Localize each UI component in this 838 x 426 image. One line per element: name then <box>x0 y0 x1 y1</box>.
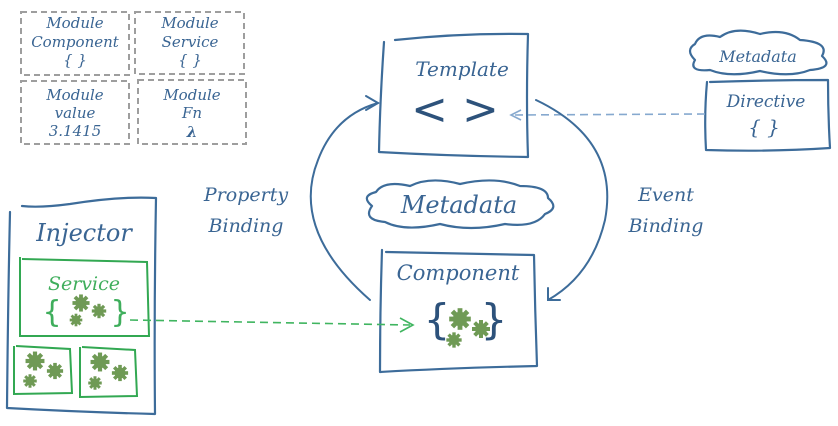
directive-symbol: { } <box>748 115 780 139</box>
module-fn: Module Fn λ <box>137 79 247 145</box>
event-binding-label-line1: Event <box>637 184 694 206</box>
injector-service-box: Service { } <box>19 257 151 337</box>
property-binding-label-line1: Property <box>203 184 288 206</box>
component-title: Component <box>397 261 520 285</box>
injector-service-brace-close: } <box>110 295 129 330</box>
component-brace-close: } <box>481 295 508 344</box>
module-value-title: Module <box>45 86 103 104</box>
module-service-subtitle: Service <box>162 33 219 51</box>
event-binding-label-line2: Binding <box>628 215 704 237</box>
module-value: Module value 3.1415 <box>20 80 130 145</box>
module-component-subtitle: Component <box>31 33 120 51</box>
component-brace-open: { <box>424 295 451 344</box>
property-binding-arrow <box>309 95 380 301</box>
module-service: Module Service { } <box>134 11 245 75</box>
module-service-symbol: { } <box>178 51 202 69</box>
module-value-symbol: 3.1415 <box>49 122 102 140</box>
template-title: Template <box>415 57 509 81</box>
component-box: Component { } <box>378 248 539 374</box>
injector-instance-box-1 <box>13 345 74 396</box>
directive-box: Directive { } <box>704 78 832 152</box>
service-gears-icon <box>69 294 107 327</box>
module-component-title: Module <box>45 14 103 32</box>
center-metadata-cloud: Metadata <box>365 179 555 230</box>
module-component-symbol: { } <box>63 51 87 69</box>
property-binding-label-line2: Binding <box>208 215 284 237</box>
module-fn-title: Module <box>162 86 220 104</box>
module-fn-subtitle: Fn <box>181 104 202 122</box>
template-box: Template < > <box>377 32 530 159</box>
directive-metadata-label: Metadata <box>718 47 797 66</box>
directive-to-template-arrow <box>509 109 706 121</box>
module-service-title: Module <box>160 14 218 32</box>
module-value-subtitle: value <box>55 104 96 122</box>
directive-title: Directive <box>726 92 806 112</box>
center-metadata-label: Metadata <box>400 191 517 219</box>
directive-metadata-cloud: Metadata <box>688 29 828 76</box>
template-symbol: < > <box>411 84 499 135</box>
module-component: Module Component { } <box>20 11 130 76</box>
module-fn-symbol: λ <box>186 123 198 141</box>
instance-2-gears-icon <box>88 352 129 390</box>
injector-instance-box-2 <box>79 346 139 399</box>
injector-service-title: Service <box>48 273 120 295</box>
injector-box: Injector <box>5 196 158 416</box>
instance-1-gears-icon <box>23 351 64 388</box>
service-to-component-arrow <box>129 317 415 333</box>
injector-service-brace-open: { <box>42 295 61 330</box>
injector-title: Injector <box>35 219 133 247</box>
event-binding-arrow <box>535 99 609 301</box>
